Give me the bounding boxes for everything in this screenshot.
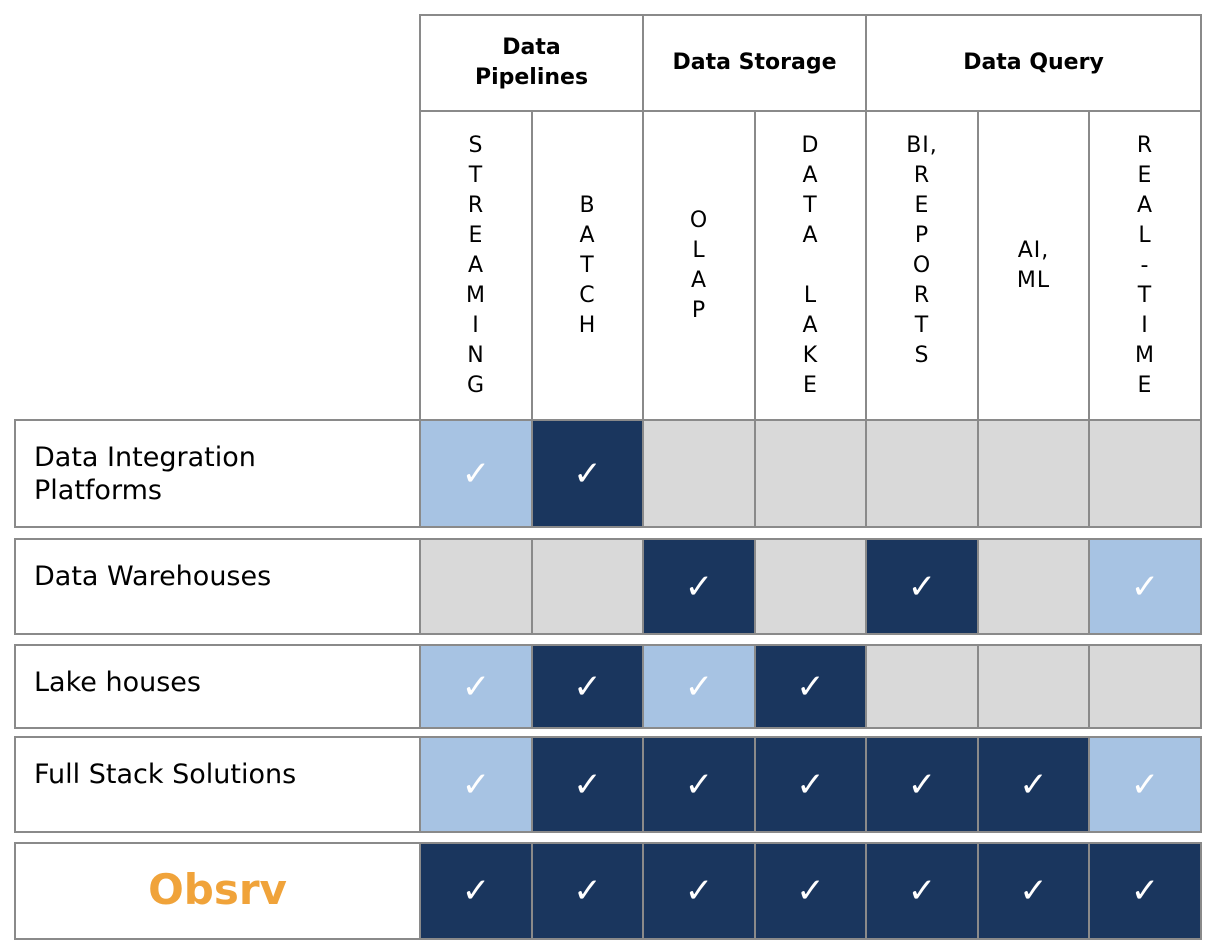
- matrix-cell-real-time: [1088, 644, 1202, 729]
- row-label-full-stack-solutions: Full Stack Solutions: [14, 736, 421, 833]
- matrix-cell-streaming: [419, 538, 533, 635]
- matrix-cell-batch: ✓: [531, 419, 644, 528]
- check-mark-icon: ✓: [461, 453, 491, 494]
- column-label: AI, ML: [1016, 237, 1051, 293]
- column-header-streaming: S T R E A M I N G: [419, 110, 533, 421]
- row-label-text: Data Warehouses: [34, 561, 272, 592]
- matrix-cell-ai-ml: ✓: [977, 842, 1090, 940]
- matrix-cell-olap: [642, 419, 756, 528]
- matrix-cell-batch: [531, 538, 644, 635]
- group-header-data-query: Data Query: [865, 14, 1202, 112]
- column-label: D A T A L A K E: [801, 132, 820, 398]
- column-label: S T R E A M I N G: [466, 132, 486, 398]
- row-label-obsrv: Obsrv: [14, 842, 421, 940]
- check-mark-icon: ✓: [684, 666, 714, 707]
- obsrv-brand-label: Obsrv: [148, 865, 287, 914]
- matrix-cell-batch: ✓: [531, 736, 644, 833]
- check-mark-icon: ✓: [907, 871, 937, 911]
- matrix-cell-streaming: ✓: [419, 644, 533, 729]
- column-header-data-lake: D A T A L A K E: [754, 110, 867, 421]
- column-label: O L A P: [689, 207, 709, 323]
- check-mark-icon: ✓: [573, 666, 602, 707]
- group-header-data-pipelines: Data Pipelines: [419, 14, 644, 112]
- matrix-cell-bi-reports: [865, 419, 979, 528]
- check-mark-icon: ✓: [461, 764, 491, 805]
- matrix-cell-streaming: ✓: [419, 842, 533, 940]
- matrix-cell-olap: ✓: [642, 644, 756, 729]
- matrix-cell-ai-ml: [977, 419, 1090, 528]
- row-label-lake-houses: Lake houses: [14, 644, 421, 729]
- column-header-bi-reports: BI, R E P O R T S: [865, 110, 979, 421]
- matrix-cell-bi-reports: [865, 644, 979, 729]
- matrix-cell-real-time: ✓: [1088, 538, 1202, 635]
- matrix-cell-real-time: ✓: [1088, 842, 1202, 940]
- row-label-data-integration-platforms: Data Integration Platforms: [14, 419, 421, 528]
- check-mark-icon: ✓: [573, 453, 602, 494]
- matrix-cell-data-lake: ✓: [754, 842, 867, 940]
- matrix-cell-olap: ✓: [642, 842, 756, 940]
- check-mark-icon: ✓: [796, 764, 825, 805]
- matrix-cell-batch: ✓: [531, 644, 644, 729]
- check-mark-icon: ✓: [461, 666, 491, 707]
- group-label: Data Query: [963, 50, 1104, 75]
- check-mark-icon: ✓: [1130, 764, 1160, 805]
- check-mark-icon: ✓: [1019, 764, 1048, 805]
- column-header-real-time: R E A L - T I M E: [1088, 110, 1202, 421]
- matrix-cell-streaming: ✓: [419, 736, 533, 833]
- check-mark-icon: ✓: [573, 871, 602, 911]
- column-label: B A T C H: [578, 192, 597, 338]
- check-mark-icon: ✓: [1130, 871, 1160, 911]
- row-label-data-warehouses: Data Warehouses: [14, 538, 421, 635]
- matrix-cell-bi-reports: ✓: [865, 538, 979, 635]
- row-label-text: Lake houses: [34, 667, 201, 698]
- check-mark-icon: ✓: [1130, 566, 1160, 607]
- matrix-cell-ai-ml: [977, 644, 1090, 729]
- check-mark-icon: ✓: [684, 566, 714, 607]
- matrix-cell-real-time: [1088, 419, 1202, 528]
- matrix-cell-ai-ml: [977, 538, 1090, 635]
- check-mark-icon: ✓: [461, 871, 491, 911]
- matrix-cell-batch: ✓: [531, 842, 644, 940]
- group-header-data-storage: Data Storage: [642, 14, 867, 112]
- matrix-cell-real-time: ✓: [1088, 736, 1202, 833]
- check-mark-icon: ✓: [1019, 871, 1048, 911]
- column-header-batch: B A T C H: [531, 110, 644, 421]
- column-header-ai-ml: AI, ML: [977, 110, 1090, 421]
- matrix-cell-streaming: ✓: [419, 419, 533, 528]
- matrix-cell-bi-reports: ✓: [865, 842, 979, 940]
- check-mark-icon: ✓: [573, 764, 602, 805]
- row-label-text: Full Stack Solutions: [34, 759, 297, 790]
- check-mark-icon: ✓: [907, 764, 937, 805]
- matrix-cell-ai-ml: ✓: [977, 736, 1090, 833]
- column-label: R E A L - T I M E: [1135, 132, 1155, 398]
- column-header-olap: O L A P: [642, 110, 756, 421]
- check-mark-icon: ✓: [684, 871, 714, 911]
- check-mark-icon: ✓: [796, 666, 825, 707]
- matrix-cell-data-lake: ✓: [754, 644, 867, 729]
- group-label: Data Pipelines: [474, 35, 589, 90]
- check-mark-icon: ✓: [907, 566, 937, 607]
- column-label: BI, R E P O R T S: [906, 132, 938, 368]
- group-label: Data Storage: [672, 50, 837, 75]
- matrix-cell-data-lake: [754, 419, 867, 528]
- matrix-cell-data-lake: ✓: [754, 736, 867, 833]
- matrix-cell-olap: ✓: [642, 736, 756, 833]
- matrix-cell-data-lake: [754, 538, 867, 635]
- row-label-text: Data Integration Platforms: [34, 442, 256, 506]
- matrix-cell-olap: ✓: [642, 538, 756, 635]
- check-mark-icon: ✓: [796, 871, 825, 911]
- check-mark-icon: ✓: [684, 764, 714, 805]
- matrix-cell-bi-reports: ✓: [865, 736, 979, 833]
